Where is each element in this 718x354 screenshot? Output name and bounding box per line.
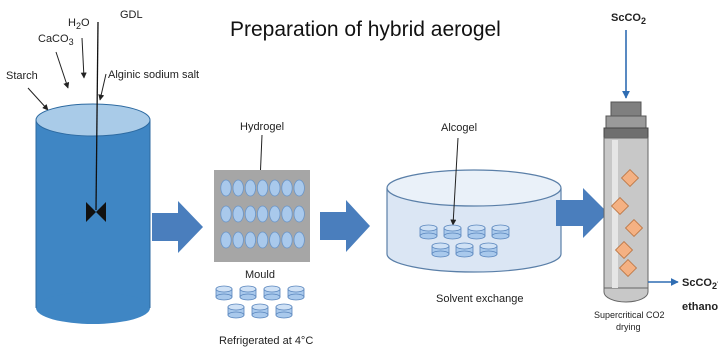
gel-disc — [269, 205, 281, 223]
label-scco2-in: ScCO2 — [611, 12, 646, 26]
aerogel-flake — [624, 218, 644, 238]
arrow-alcogel — [450, 137, 459, 226]
aerogel-flake — [618, 258, 638, 278]
label-h2o: H2O — [68, 17, 90, 31]
label-supercritical-line2: drying — [616, 322, 641, 332]
flow-arrow-2 — [320, 200, 370, 252]
gel-disc — [220, 179, 232, 197]
alcogel-pellet — [491, 224, 510, 240]
stirrer-blade-icon — [86, 202, 106, 222]
mixing-cylinder — [35, 103, 151, 324]
label-alcogel: Alcogel — [441, 122, 477, 134]
refrigerated-pellets — [215, 285, 305, 319]
aerogel-flakes — [610, 168, 644, 278]
supercritical-vessel — [603, 101, 649, 303]
label-hydrogel: Hydrogel — [240, 121, 284, 133]
gel-disc — [232, 179, 244, 197]
alcogel-pellet — [455, 242, 474, 258]
arrow-caco3 — [55, 51, 70, 89]
solvent-bath — [386, 169, 562, 273]
gel-disc — [256, 231, 269, 249]
gel-disc — [269, 231, 281, 249]
stirrer-shaft — [95, 21, 99, 211]
flow-arrow-3 — [556, 188, 608, 238]
gel-disc — [281, 231, 293, 249]
alcogel-pellet — [479, 242, 498, 258]
alcogel-pellet — [419, 224, 438, 240]
label-alginic-salt: Alginic sodium salt — [108, 69, 199, 81]
gel-pellet — [239, 285, 257, 301]
arrow-h2o — [80, 37, 87, 79]
gel-disc — [293, 179, 305, 197]
flow-arrow-1 — [152, 201, 203, 253]
gel-disc — [244, 231, 256, 249]
gel-disc — [293, 231, 305, 249]
alcogel-pellet — [467, 224, 486, 240]
gel-disc — [232, 231, 244, 249]
gel-disc — [220, 231, 232, 249]
alcogel-pellet — [431, 242, 450, 258]
gel-pellet — [287, 285, 305, 301]
aerogel-flake — [620, 168, 640, 188]
arrow-alginic — [98, 73, 107, 101]
gel-disc — [293, 205, 305, 223]
gel-disc — [269, 179, 281, 197]
diagram-title: Preparation of hybrid aerogel — [230, 18, 501, 41]
label-supercritical-line1: Supercritical CO2 — [594, 310, 665, 320]
mould-gel-grid — [220, 179, 305, 249]
gel-disc — [244, 179, 256, 197]
alcogel-pellet — [443, 224, 462, 240]
alcogel-pellets — [419, 224, 510, 258]
label-gdl: GDL — [120, 9, 143, 21]
label-mould: Mould — [245, 269, 275, 281]
label-solvent-exchange: Solvent exchange — [436, 293, 523, 305]
gel-disc — [281, 205, 293, 223]
gel-pellet — [263, 285, 281, 301]
gel-disc — [256, 205, 269, 223]
gel-disc — [244, 205, 256, 223]
label-scco2-out: ScCO2+ — [682, 277, 718, 291]
gel-disc — [256, 179, 269, 197]
gel-pellet — [227, 303, 245, 319]
arrow-starch — [27, 87, 49, 111]
gel-disc — [281, 179, 293, 197]
label-refrigerated: Refrigerated at 4°C — [219, 335, 313, 347]
aerogel-flake — [610, 196, 630, 216]
gel-disc — [232, 205, 244, 223]
gel-pellet — [275, 303, 293, 319]
aerogel-flake — [614, 240, 634, 260]
gel-disc — [220, 205, 232, 223]
gel-pellet — [215, 285, 233, 301]
label-starch: Starch — [6, 70, 38, 82]
gel-pellet — [251, 303, 269, 319]
label-caco3: CaCO3 — [38, 33, 74, 47]
label-ethanol: ethano — [682, 301, 718, 313]
